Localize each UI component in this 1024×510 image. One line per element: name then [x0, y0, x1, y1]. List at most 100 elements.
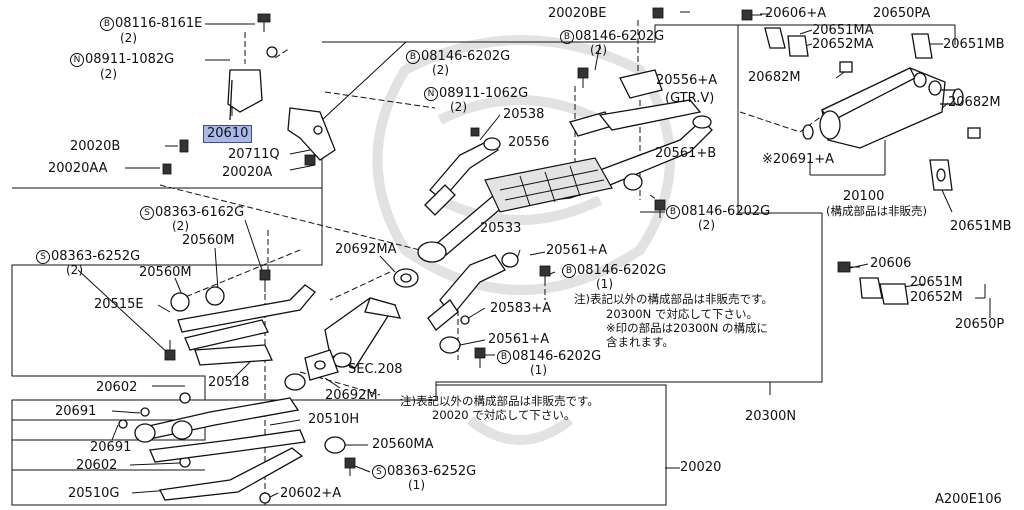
part-label: 20560M	[139, 265, 192, 280]
part-label: 20692MA	[335, 242, 397, 257]
part-label: 20561+B	[655, 146, 717, 161]
front-pipe-20515e	[170, 284, 316, 366]
heat-shield-20556a	[619, 69, 663, 99]
pipe-20556	[569, 99, 702, 137]
note-20300n-line2: 20300N で対応して下さい。	[606, 307, 758, 321]
part-label: 20556+A	[656, 73, 718, 88]
part-label: 20650P	[955, 317, 1005, 332]
nut-icon	[179, 46, 470, 504]
part-label: 20020BE	[548, 6, 607, 21]
section-reference[interactable]: SEC.208	[348, 362, 403, 377]
quantity-label: (2)	[66, 263, 83, 277]
note-20020-line2: 20020 で対応して下さい。	[432, 408, 576, 422]
catalytic-shield	[484, 157, 613, 213]
group-box-20020-lower	[11, 384, 667, 506]
part-label: 20538	[503, 107, 545, 122]
quantity-label: (2)	[120, 31, 137, 45]
part-label: 20711Q	[228, 147, 280, 162]
quantity-label: (2)	[432, 63, 449, 77]
part-label: 20682M	[748, 70, 801, 85]
part-label: 20602	[76, 458, 118, 473]
clamp-20560ma	[324, 436, 346, 454]
part-label: 20650PA	[873, 6, 931, 21]
part-label: 20020B	[70, 139, 121, 154]
diagram-id: A200E106	[935, 492, 1002, 507]
note-20300n-line4: 含まれます。	[606, 335, 674, 349]
part-label: 20692M	[325, 388, 378, 403]
box-20100	[738, 24, 956, 45]
part-label: ※20691+A	[762, 152, 835, 167]
group-box-20300n	[11, 24, 823, 401]
part-label: 20561+A	[546, 243, 608, 258]
front-pipe-20510h	[118, 373, 306, 463]
part-label: 20300N	[745, 409, 797, 424]
part-label: 20652MA	[812, 37, 874, 52]
part-label: 20510H	[308, 412, 360, 427]
muffler-20100	[802, 67, 964, 149]
part-label: 20510G	[68, 486, 120, 501]
highlighted-part-label[interactable]: 20610	[203, 125, 253, 143]
part-label: 20651MB	[943, 37, 1005, 52]
group-box-20020	[12, 187, 323, 265]
note-20100: (構成部品は非販売)	[826, 204, 927, 218]
part-label: 20556	[508, 135, 550, 150]
quantity-label: (1)	[596, 277, 613, 291]
quantity-label: (2)	[172, 219, 189, 233]
bolt-icon	[162, 7, 860, 476]
note-20300n-line1: 注)表記以外の構成部品は非販売です。	[574, 292, 773, 306]
part-label: 20561+A	[488, 332, 550, 347]
part-label: 20515E	[94, 297, 144, 312]
quantity-label: (1)	[408, 478, 425, 492]
quantity-label: (1)	[530, 363, 547, 377]
quantity-label: (2)	[450, 100, 467, 114]
part-label: 20020A	[222, 165, 273, 180]
part-label: 20518	[208, 375, 250, 390]
pipe-20538	[424, 137, 501, 216]
part-label: 20583+A	[490, 301, 552, 316]
resonator-sec208	[304, 297, 402, 381]
part-label: 20602+A	[280, 486, 342, 501]
bracket-20610	[227, 69, 336, 161]
pipe-20533	[427, 254, 506, 331]
part-label: 20533	[480, 221, 522, 236]
part-label: (GTR.V)	[665, 91, 715, 106]
part-label: 20606	[870, 256, 912, 271]
part-label: 20020	[680, 460, 722, 475]
part-label: 20560M	[182, 233, 235, 248]
part-label: 20606+A	[765, 6, 827, 21]
part-label: 20651M	[910, 275, 963, 290]
quantity-label: (2)	[698, 218, 715, 232]
part-label: 20651MA	[812, 23, 874, 38]
part-label: 20652M	[910, 290, 963, 305]
watermark-emblem	[372, 35, 675, 445]
part-label: 20100	[843, 189, 885, 204]
gasket-20692ma	[393, 268, 419, 288]
quantity-label: (2)	[590, 43, 607, 57]
part-label: 20691	[55, 404, 97, 419]
front-pipe-20510g	[159, 447, 304, 501]
note-20300n-line3: ※印の部品は20300N の構成に	[606, 321, 768, 335]
part-label: 20020AA	[48, 161, 108, 176]
note-20020-line1: 注)表記以外の構成部品は非販売です。	[400, 394, 599, 408]
inner-box-20602	[11, 400, 206, 471]
part-label: 20651MB	[950, 219, 1012, 234]
quantity-label: (2)	[100, 67, 117, 81]
hanger-rubbers	[764, 27, 981, 305]
part-label: 20602	[96, 380, 138, 395]
part-label: 20560MA	[372, 437, 434, 452]
part-label: 20691	[90, 440, 132, 455]
part-label: 20682M	[948, 95, 1001, 110]
